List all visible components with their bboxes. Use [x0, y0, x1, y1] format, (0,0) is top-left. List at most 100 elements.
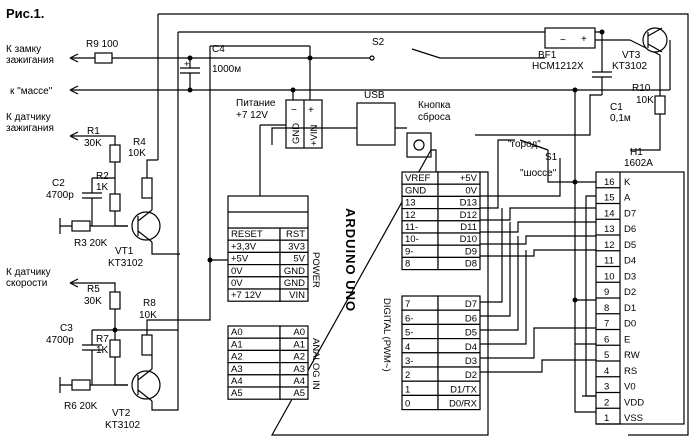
- lcd-pin-number-15: 1: [604, 413, 609, 424]
- digital-bottom-pin-left-6: 1: [405, 384, 410, 395]
- s1-highway-label: "шоссе": [520, 168, 557, 179]
- digital-bottom-pin-left-4: 3-: [405, 356, 413, 367]
- svg-text:−: −: [291, 105, 297, 116]
- svg-text:C3: C3: [60, 323, 73, 334]
- svg-text:Питание: Питание: [236, 98, 276, 109]
- lcd-pin-number-3: 13: [604, 224, 615, 235]
- svg-text:1K: 1K: [96, 345, 109, 356]
- svg-text:30K: 30K: [84, 138, 102, 149]
- analog-pin-left-4: A4: [231, 376, 243, 387]
- svg-text:R4: R4: [133, 137, 146, 148]
- analog-pin-right-5: A5: [293, 388, 305, 399]
- digital-top-pin-left-6: 9-: [405, 246, 413, 257]
- power-header: − + GND +VIN Питание +7 12V: [236, 98, 323, 149]
- digital-top-pin-left-3: 12: [405, 210, 416, 221]
- power-pin-left-3: 0V: [231, 266, 243, 277]
- digital-top-pin-left-7: 8: [405, 259, 410, 270]
- c1-value: 0,1м: [610, 113, 631, 124]
- analog-pin-right-3: A3: [293, 364, 305, 375]
- digital-bottom-pin-right-4: D3: [465, 356, 477, 367]
- lcd-pin-label-10: E: [624, 334, 630, 345]
- bus-wires: [69, 13, 689, 436]
- arduino-board-outline: [270, 127, 489, 436]
- digital-bottom-pin-left-1: 6-: [405, 313, 413, 324]
- svg-text:VT3: VT3: [622, 50, 641, 61]
- lcd-pin-number-4: 12: [604, 240, 615, 251]
- data-bus-wires: [480, 195, 596, 413]
- digital-bottom-pin-right-0: D7: [465, 299, 477, 310]
- buzzer-bf1: − + BF1 HCM1212X: [532, 27, 596, 72]
- c4-value: 1000м: [212, 64, 241, 75]
- svg-text:S2: S2: [372, 37, 385, 48]
- power-pin-right-2: 5V: [293, 254, 305, 265]
- digital-top-pin-right-4: D11: [460, 222, 477, 233]
- analog-pin-left-0: A0: [231, 327, 243, 338]
- power-pin-left-2: +5V: [231, 254, 249, 265]
- digital-top-pin-left-4: 11-: [405, 222, 418, 233]
- analog-pin-right-1: A1: [293, 339, 305, 350]
- transistor-vt3: VT3 KT3102: [612, 27, 668, 72]
- ignition-lock-label-2: зажигания: [6, 55, 54, 66]
- svg-text:R8: R8: [143, 298, 156, 309]
- lcd-pin-label-3: D6: [624, 224, 636, 235]
- digital-bottom-pin-right-1: D6: [465, 313, 477, 324]
- digital-bottom-pin-right-3: D4: [465, 342, 477, 353]
- svg-text:30K: 30K: [84, 296, 102, 307]
- svg-text:1K: 1K: [96, 182, 109, 193]
- resistor-r9: R9 100: [86, 39, 119, 64]
- svg-text:KT3102: KT3102: [108, 258, 143, 269]
- lcd-pin-number-8: 8: [604, 303, 609, 314]
- svg-text:10K: 10K: [636, 95, 654, 106]
- svg-text:+VIN: +VIN: [309, 124, 320, 146]
- digital-top-pin-right-5: D10: [460, 234, 477, 245]
- svg-text:1602A: 1602A: [624, 158, 653, 169]
- digital-bottom-pin-left-3: 4: [405, 342, 410, 353]
- ignition-sensor-label-1: К датчику: [6, 112, 51, 123]
- lcd-pin-label-4: D5: [624, 240, 636, 251]
- power-pin-left-1: +3,3V: [231, 241, 257, 252]
- svg-text:R9 100: R9 100: [86, 39, 119, 50]
- svg-text:KT3102: KT3102: [612, 61, 647, 72]
- lcd-pin-number-5: 11: [604, 256, 614, 267]
- svg-text:−: −: [560, 35, 566, 46]
- lcd-pin-number-0: 16: [604, 177, 615, 188]
- digital-bottom-pin-left-2: 5-: [405, 328, 413, 339]
- analog-pin-right-2: A2: [293, 352, 305, 363]
- lcd-pin-label-12: RS: [624, 366, 637, 377]
- lcd-pin-number-11: 5: [604, 350, 609, 361]
- lcd-pin-label-15: VSS: [624, 413, 643, 424]
- svg-text:4700p: 4700p: [46, 335, 74, 346]
- svg-text:R6 20K: R6 20K: [64, 401, 98, 412]
- analog-section-label: ANALOG IN: [310, 338, 321, 390]
- svg-text:4700p: 4700p: [46, 190, 74, 201]
- svg-text:+: +: [581, 34, 587, 45]
- lcd-pin-label-8: D1: [624, 303, 636, 314]
- analog-pin-right-0: A0: [293, 327, 305, 338]
- power-header-blank-rows: [227, 195, 309, 229]
- power-pin-right-4: GND: [284, 278, 305, 289]
- svg-text:+7 12V: +7 12V: [236, 110, 268, 121]
- digital-bottom-pin-right-5: D2: [465, 370, 477, 381]
- digital-bottom-pin-right-2: D5: [465, 328, 477, 339]
- digital-bottom-pin-right-7: D0/RX: [449, 399, 478, 410]
- reset-button: Кнопка сброса: [406, 100, 451, 158]
- svg-text:+: +: [308, 105, 314, 116]
- lcd-pin-number-10: 6: [604, 334, 609, 345]
- lcd-pin-label-5: D4: [624, 256, 636, 267]
- lcd-pin-label-1: A: [624, 193, 631, 204]
- analog-pin-left-3: A3: [231, 364, 243, 375]
- digital-bottom-pin-left-0: 7: [405, 299, 410, 310]
- analog-pin-left-5: A5: [231, 388, 243, 399]
- svg-text:BF1: BF1: [538, 50, 557, 61]
- figure-title: Рис.1.: [6, 6, 44, 21]
- digital-top-pin-left-0: VREF: [405, 173, 431, 184]
- svg-text:10K: 10K: [139, 310, 157, 321]
- svg-text:10K: 10K: [128, 148, 146, 159]
- resistor-r10: R10 10K: [632, 83, 666, 115]
- lcd-pin-number-6: 10: [604, 271, 615, 282]
- ignition-lock-label-1: К замку: [6, 44, 41, 55]
- digital-top-pin-left-1: GND: [405, 185, 426, 196]
- lcd-pin-label-0: K: [624, 177, 631, 188]
